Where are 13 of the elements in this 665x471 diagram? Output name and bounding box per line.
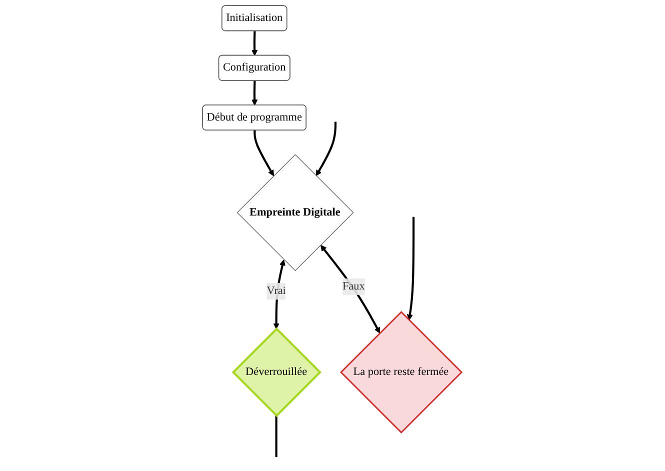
arrow xyxy=(320,244,380,334)
arrow xyxy=(252,80,258,106)
arrow xyxy=(316,122,337,176)
node-diamond: Déverrouillée xyxy=(232,327,322,418)
node-diamond: Empreinte Digitale xyxy=(237,154,354,272)
arrow xyxy=(274,260,286,330)
connector xyxy=(276,416,278,457)
edge-label: Faux xyxy=(342,280,366,292)
arrow xyxy=(254,130,274,176)
arrow xyxy=(407,216,415,320)
node-diamond: La porte reste fermée xyxy=(340,310,463,434)
edge-label: Vrai xyxy=(267,285,286,297)
arrow xyxy=(252,31,258,56)
